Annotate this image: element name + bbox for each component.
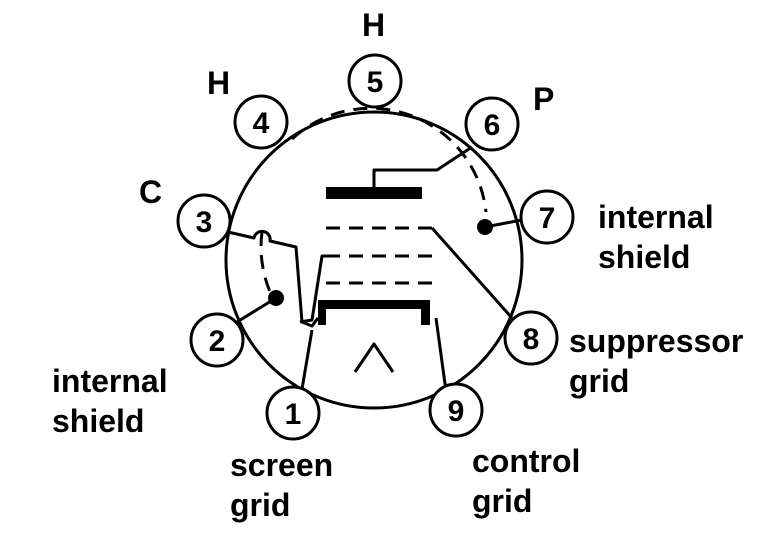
pin-1-label: grid [230, 487, 290, 523]
pin-3: 3 [176, 193, 232, 249]
pin-number: 3 [196, 206, 213, 239]
pin-number: 4 [253, 107, 270, 140]
pin-8-label: grid [569, 363, 629, 399]
pin-8-label: suppressor [569, 323, 743, 359]
pin-number: 7 [539, 202, 556, 235]
internal-shield-lead-right [484, 218, 523, 229]
pin-9-label: control [472, 443, 580, 479]
pin-4: 4 [233, 94, 289, 150]
tube-envelope [224, 110, 524, 410]
heater-lead-right [434, 317, 448, 392]
pin-number: 1 [285, 398, 302, 431]
pin-number: 9 [448, 395, 465, 428]
pin-8: 8 [503, 310, 559, 366]
screen-grid-lead [299, 254, 326, 324]
pin-1-label: screen [230, 447, 333, 483]
heater-filament [353, 342, 395, 373]
plate-lead [372, 145, 473, 187]
pin-2: 2 [189, 312, 245, 368]
pin-6: 6 [464, 96, 520, 152]
pin-2-label: shield [52, 403, 144, 439]
pin-9: 9 [428, 382, 484, 438]
pin-6-label: P [533, 81, 554, 117]
suppressor-grid-lead [430, 227, 514, 319]
pin-5: 5 [347, 53, 403, 109]
internal-shield-arc-left [259, 231, 272, 293]
pin-number: 2 [209, 325, 226, 358]
pin-7-label: internal [598, 199, 714, 235]
pin-4-label: H [207, 65, 230, 101]
pin-number: 8 [523, 323, 540, 356]
pin-number: 5 [367, 66, 384, 99]
cathode-lead [227, 229, 320, 328]
heater-lead-left [300, 329, 314, 390]
pin-7-label: shield [598, 239, 690, 275]
cathode [318, 300, 430, 325]
pin-9-label: grid [472, 483, 532, 519]
internal-shield-arc [290, 106, 488, 213]
pin-1: 1 [265, 385, 321, 441]
pin-number: 6 [484, 109, 501, 142]
pin-5-label: H [362, 7, 385, 43]
internal-shield-lead-left [236, 296, 277, 324]
pin-3-label: C [139, 174, 162, 210]
pin-2-label: internal [52, 363, 168, 399]
pin-7: 7 [519, 189, 575, 245]
plate [326, 187, 422, 199]
